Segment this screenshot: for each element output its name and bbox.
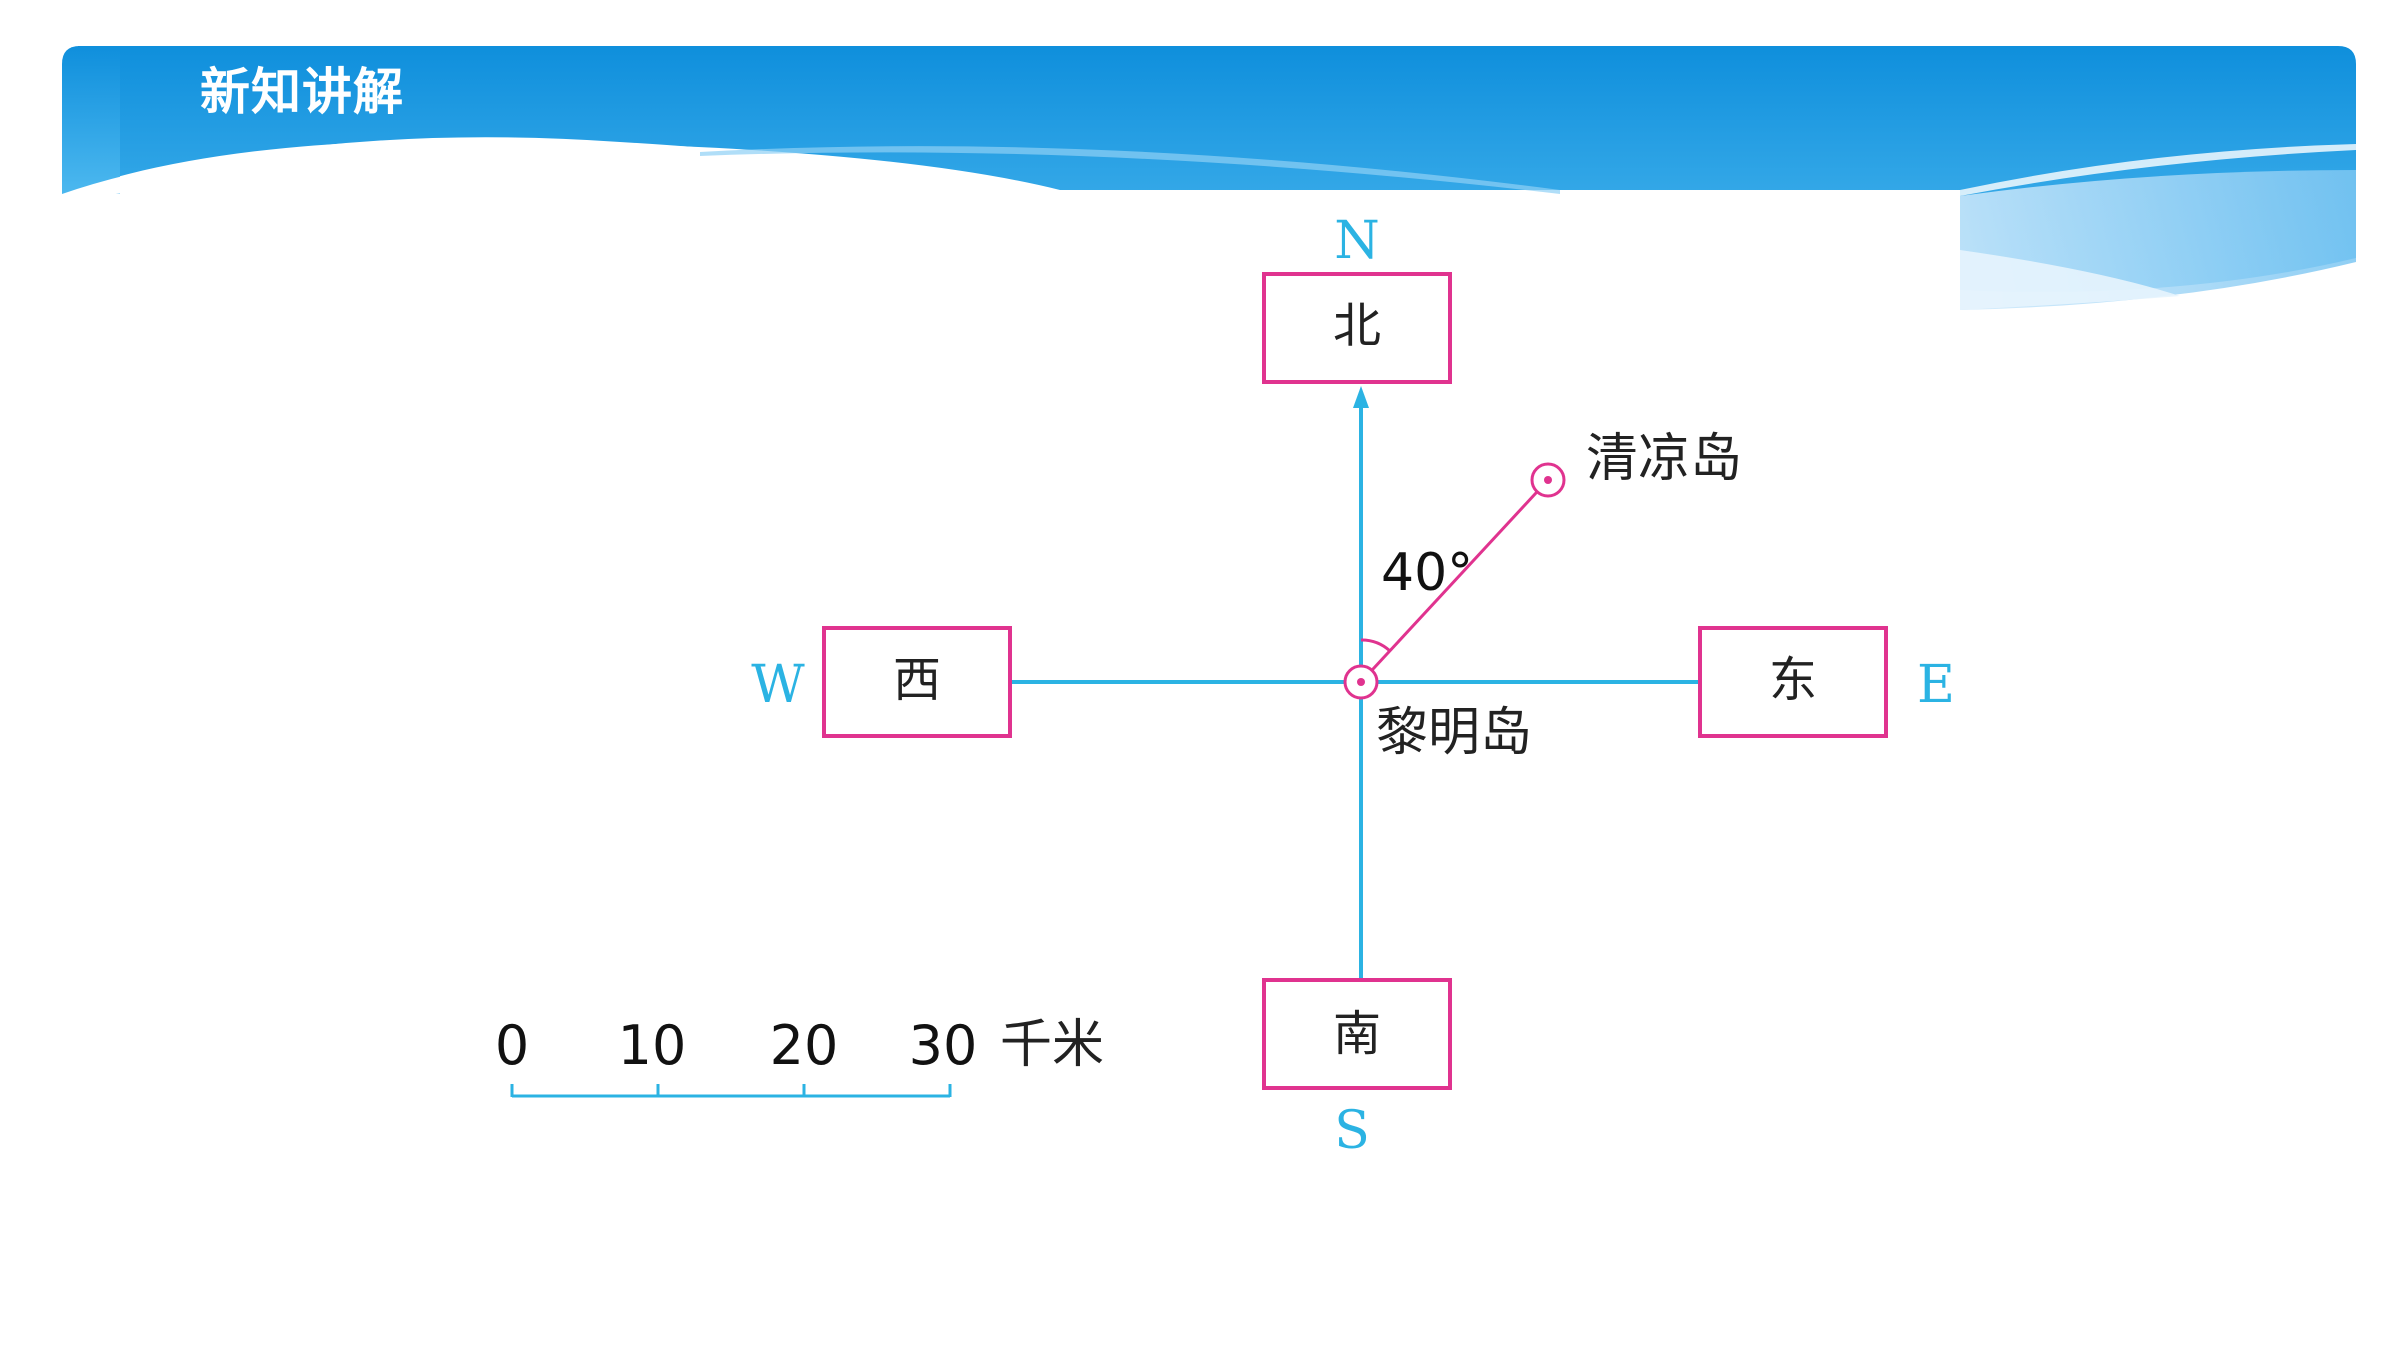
west-label: 西 bbox=[893, 652, 941, 708]
angle-arc bbox=[1360, 638, 1392, 653]
target-island-label: 清凉岛 bbox=[1586, 429, 1742, 489]
north-arrow-icon bbox=[1353, 386, 1369, 408]
scale-tick-0: 0 bbox=[495, 1014, 529, 1077]
south-label: 南 bbox=[1333, 1006, 1381, 1062]
page-title: 新知讲解 bbox=[200, 63, 404, 121]
scale-unit: 千米 bbox=[1000, 1015, 1104, 1075]
east-box bbox=[1698, 626, 1888, 738]
bearing-line bbox=[1359, 478, 1550, 684]
center-island-marker bbox=[1343, 664, 1379, 700]
scale-bar bbox=[510, 1084, 952, 1098]
west-letter: W bbox=[751, 655, 805, 715]
scale-tick-30: 30 bbox=[909, 1014, 978, 1077]
south-box bbox=[1262, 978, 1452, 1090]
angle-label: 40° bbox=[1381, 543, 1473, 603]
north-letter: N bbox=[1334, 211, 1380, 271]
south-letter: S bbox=[1334, 1101, 1370, 1161]
center-island-label: 黎明岛 bbox=[1376, 703, 1532, 763]
east-label: 东 bbox=[1769, 652, 1817, 708]
north-box bbox=[1262, 272, 1452, 384]
north-label: 北 bbox=[1333, 298, 1381, 354]
header-banner bbox=[62, 46, 2356, 310]
west-box bbox=[822, 626, 1012, 738]
scale-tick-20: 20 bbox=[770, 1014, 839, 1077]
east-letter: E bbox=[1917, 655, 1955, 715]
scale-tick-10: 10 bbox=[618, 1014, 687, 1077]
target-island-marker bbox=[1530, 462, 1566, 498]
